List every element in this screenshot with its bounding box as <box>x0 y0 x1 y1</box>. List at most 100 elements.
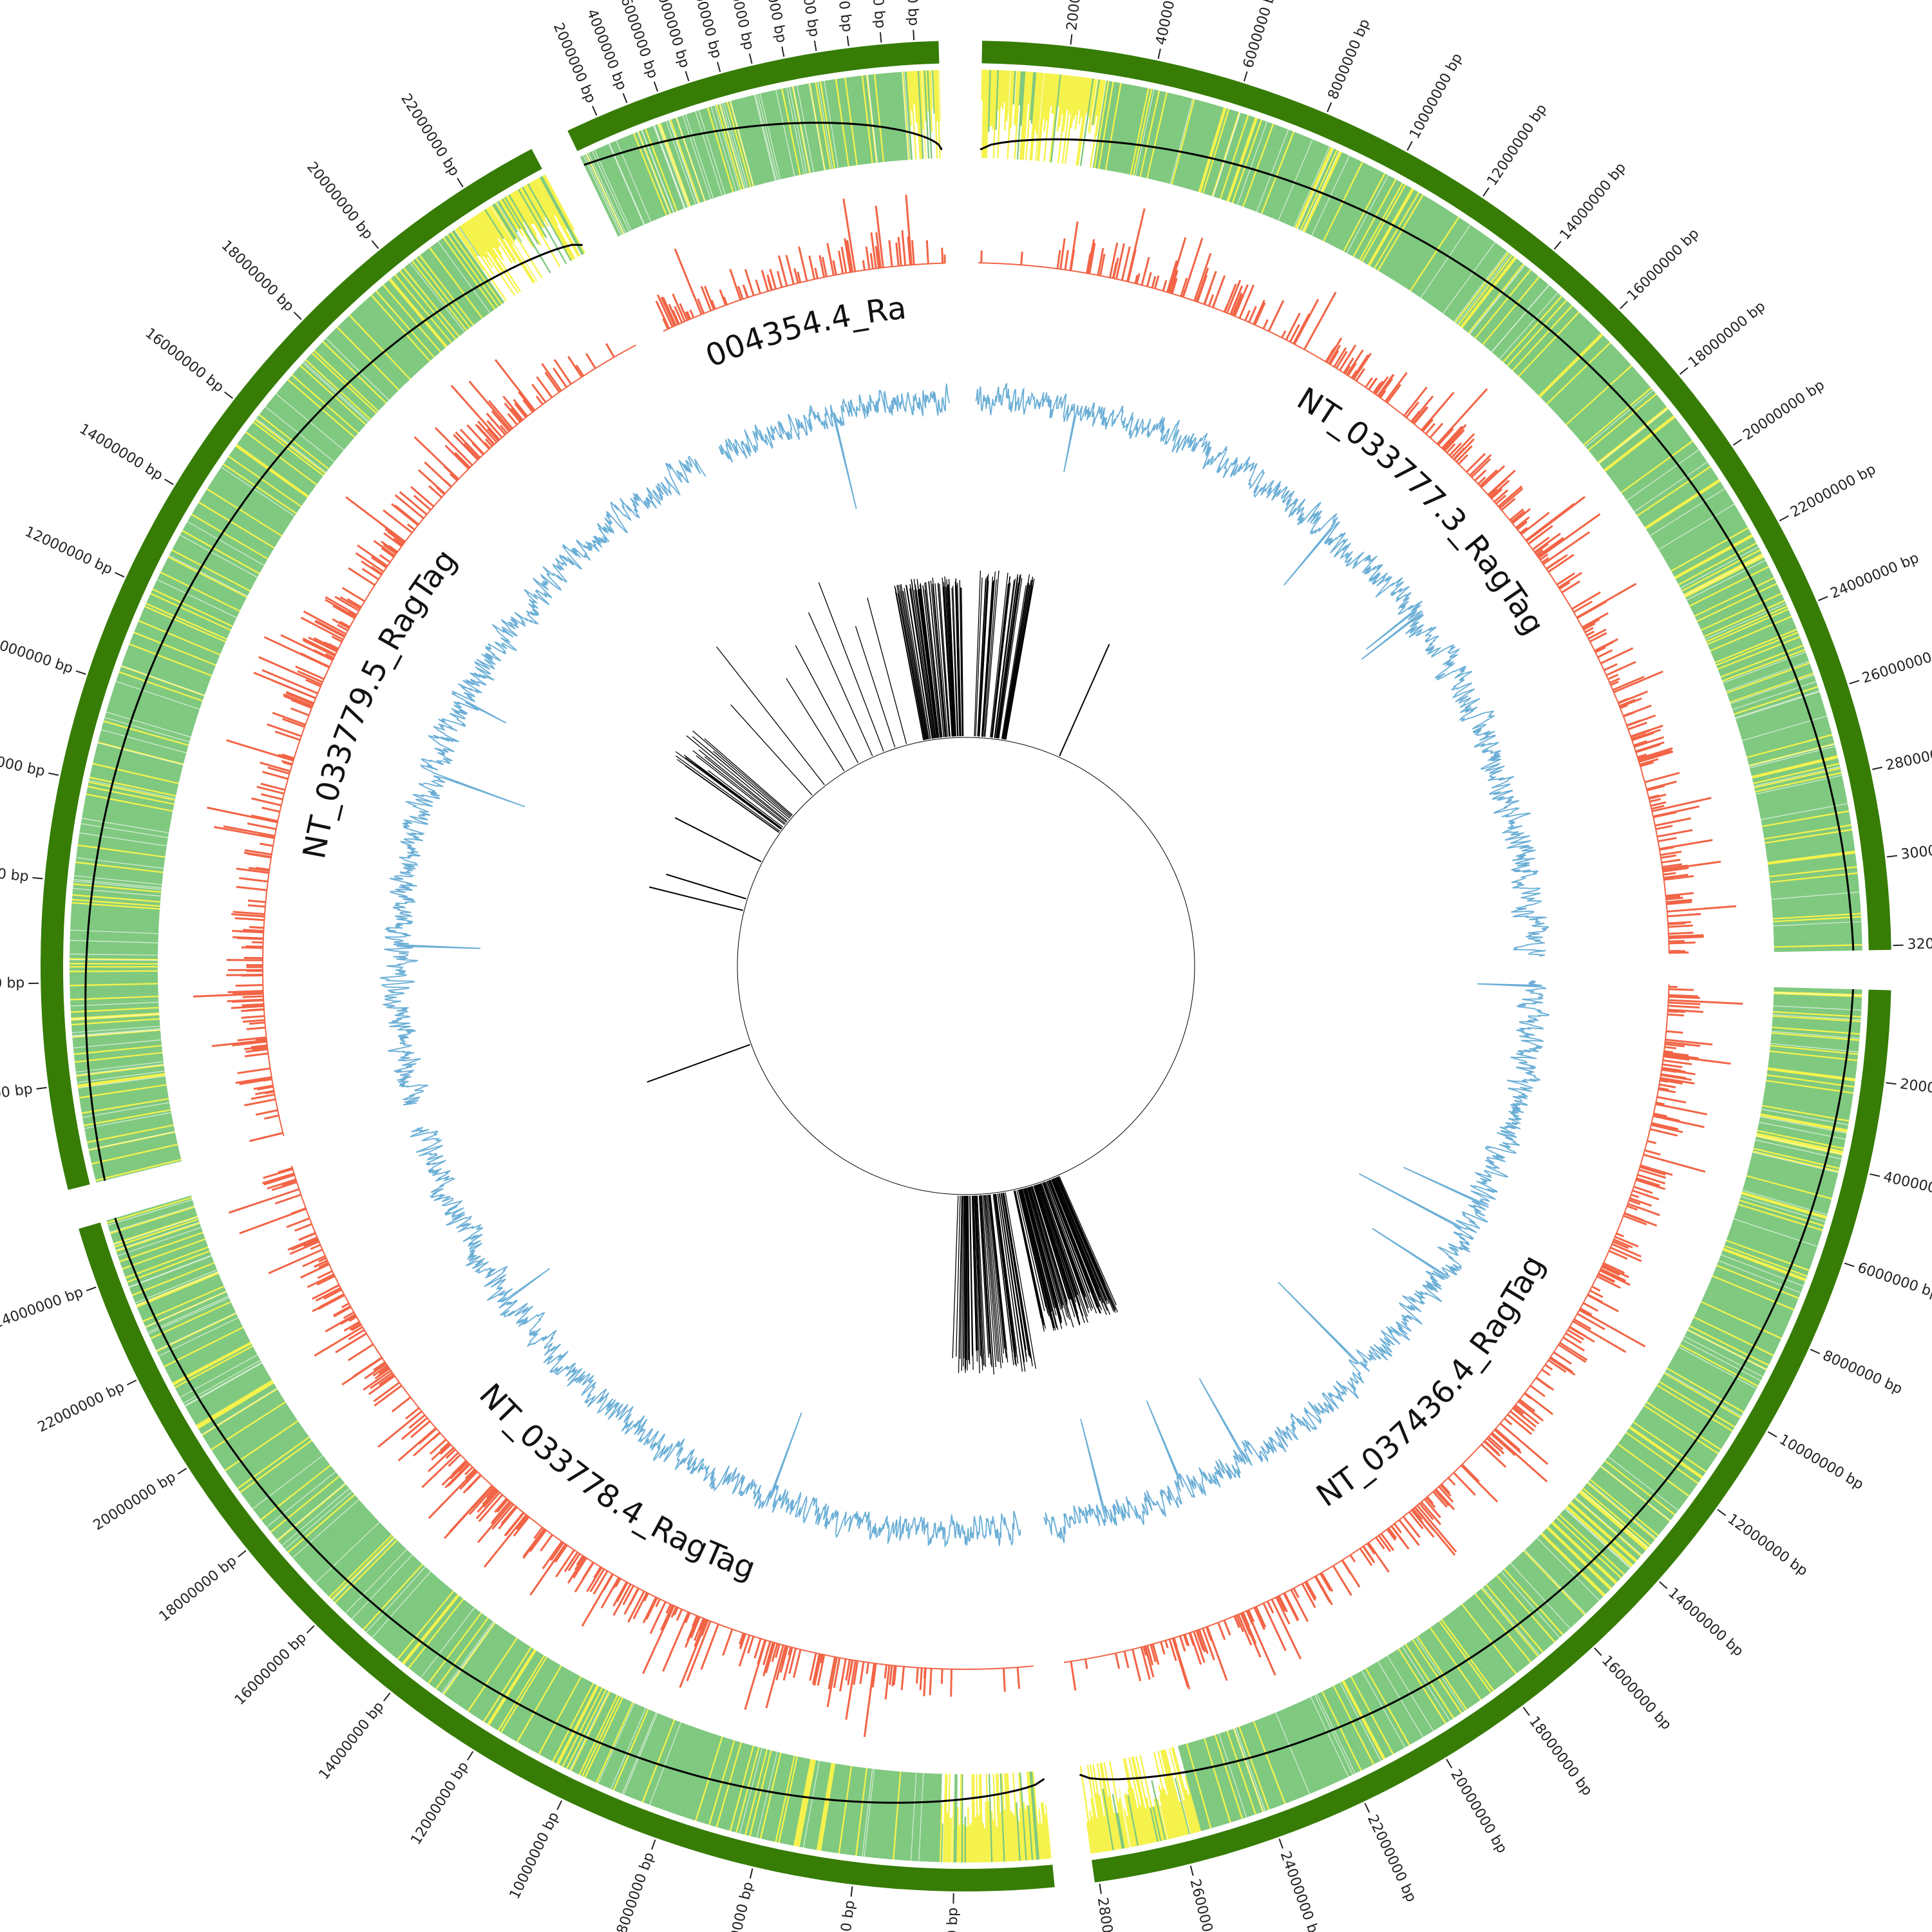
density-bin <box>174 544 253 587</box>
density-bin <box>1345 1679 1388 1758</box>
density-gap <box>594 149 632 231</box>
density-bin <box>728 101 753 187</box>
density-bin <box>413 258 470 330</box>
link-spoke <box>914 584 936 739</box>
density-bin <box>361 1562 422 1629</box>
density-bin <box>72 1032 161 1041</box>
repeat-feature <box>1470 458 1492 478</box>
repeat-feature <box>1668 934 1704 938</box>
density-bin <box>475 214 502 256</box>
density-bin <box>1560 359 1627 421</box>
density-bin <box>1457 254 1513 326</box>
density-bin <box>1772 909 1861 917</box>
density-bin <box>192 512 269 558</box>
density-bin <box>73 1045 162 1056</box>
density-bin <box>484 209 505 240</box>
density-bin <box>90 1138 177 1159</box>
density-bin <box>1574 1497 1642 1557</box>
density-bin <box>76 853 164 866</box>
density-bin <box>546 1680 589 1759</box>
density-bin <box>70 945 158 949</box>
density-bin <box>200 498 276 547</box>
repeat-feature <box>747 1636 755 1654</box>
density-gap <box>76 1064 164 1075</box>
density-bin <box>1660 507 1737 554</box>
repeat-feature <box>1618 697 1629 704</box>
density-bin <box>1019 1808 1024 1861</box>
density-bin <box>1723 1246 1807 1279</box>
density-bin <box>1430 232 1483 306</box>
repeat-feature <box>442 1443 451 1452</box>
density-bin <box>1665 518 1743 564</box>
density-bin <box>146 602 227 640</box>
repeat-feature <box>673 1607 679 1616</box>
density-bin <box>1407 214 1457 290</box>
density-bin <box>249 1451 321 1506</box>
density-gap <box>84 1112 171 1129</box>
density-bin <box>1532 1541 1596 1605</box>
density-bin <box>363 1564 424 1631</box>
density-bin <box>109 697 195 726</box>
density-bin <box>1026 1805 1032 1861</box>
repeat-feature <box>241 946 263 949</box>
density-bin <box>372 1571 432 1639</box>
repeat-feature <box>1515 516 1530 529</box>
density-bin <box>79 1084 167 1099</box>
density-bin <box>1558 357 1625 418</box>
density-bin <box>1217 113 1246 198</box>
density-bin <box>165 1329 245 1370</box>
density-bin <box>1773 928 1862 934</box>
link-spoke <box>948 583 956 737</box>
density-bin <box>1626 1430 1700 1483</box>
density-bin <box>881 1770 892 1859</box>
repeat-feature <box>510 408 523 422</box>
density-bin <box>1063 75 1071 131</box>
repeat-feature <box>1241 1612 1257 1644</box>
density-bin <box>199 500 276 547</box>
density-bin <box>458 1632 509 1706</box>
density-bin <box>1516 1557 1578 1623</box>
density-bin <box>1069 76 1075 114</box>
density-bin <box>819 1763 836 1851</box>
density-bin <box>1199 108 1227 193</box>
link-spoke <box>932 577 947 737</box>
density-bin <box>1025 1808 1030 1861</box>
density-bin <box>1638 468 1713 519</box>
density-bin <box>1275 137 1311 220</box>
density-gap <box>1735 691 1820 719</box>
density-bin <box>395 1589 453 1659</box>
density-bin <box>997 70 1002 159</box>
repeat-feature <box>294 1223 312 1232</box>
density-bin <box>1770 884 1859 895</box>
link-spoke <box>1002 574 1030 739</box>
density-bin <box>365 1566 426 1633</box>
density-bin <box>983 70 987 158</box>
density-bin <box>1284 142 1321 224</box>
density-bin <box>408 263 464 334</box>
density-bin <box>189 1370 267 1416</box>
repeat-feature <box>863 1663 875 1738</box>
density-bin <box>98 738 185 762</box>
density-bin <box>124 654 208 687</box>
density-bin <box>1195 106 1222 192</box>
density-bin <box>1745 726 1831 752</box>
density-bin <box>913 1772 920 1861</box>
density-bin <box>1763 1101 1850 1117</box>
density-bin <box>70 977 158 980</box>
repeat-feature <box>334 596 360 612</box>
density-bin <box>704 108 732 193</box>
density-bin <box>1233 120 1264 204</box>
repeat-feature <box>274 1193 301 1205</box>
repeat-feature <box>1517 1400 1541 1419</box>
density-bin <box>1161 1750 1185 1836</box>
density-bin <box>71 913 160 920</box>
repeat-feature <box>755 279 761 294</box>
density-bin <box>528 182 573 261</box>
density-bin <box>1578 381 1647 440</box>
density-bin <box>71 908 160 916</box>
repeat-feature <box>1653 1115 1705 1128</box>
density-bin <box>310 1517 376 1579</box>
density-bin <box>113 688 198 718</box>
density-bin <box>1720 645 1804 678</box>
repeat-feature <box>655 300 670 329</box>
